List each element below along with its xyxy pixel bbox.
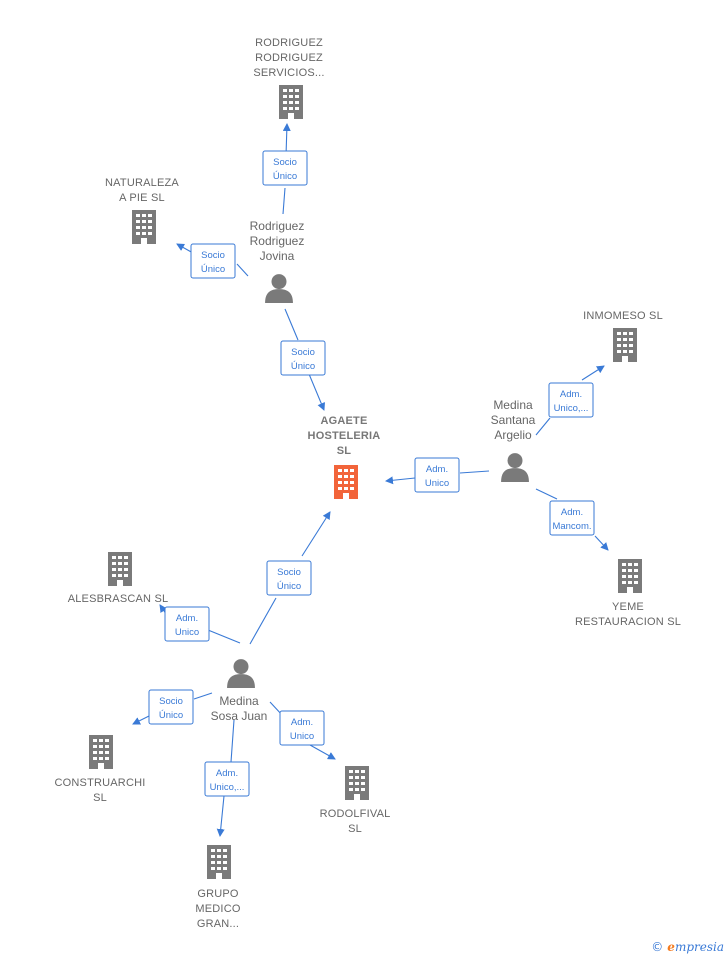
edge-label-box[interactable] xyxy=(164,606,210,642)
edge-label-box[interactable] xyxy=(204,761,250,797)
copyright-icon: © xyxy=(651,940,664,954)
edge-label-text: Adm.Unico xyxy=(175,613,199,638)
building-icon xyxy=(345,766,369,800)
edge-label-box[interactable] xyxy=(548,382,594,418)
empresia-brand[interactable]: ©empresia xyxy=(651,940,724,954)
edge-arrow xyxy=(249,512,330,645)
brand-name: mpresia xyxy=(674,940,724,954)
edge-arrow xyxy=(535,366,604,436)
person-icon xyxy=(501,453,529,482)
edge-arrow xyxy=(535,488,608,550)
edge-medina_argelio-to-yeme: Adm.Mancom. xyxy=(535,488,608,550)
edge-arrow xyxy=(220,719,235,836)
edge-label-box[interactable] xyxy=(148,689,194,725)
node-alesbrascan[interactable]: ALESBRASCAN SL xyxy=(68,552,169,605)
node-label: ALESBRASCAN SL xyxy=(68,593,169,605)
node-inmomeso[interactable]: INMOMESO SL xyxy=(583,310,663,362)
person-icon xyxy=(227,659,255,688)
building-icon xyxy=(132,210,156,244)
edge-label-box[interactable] xyxy=(266,560,312,596)
edge-medina_juan-to-grupo_medico: Adm.Unico,... xyxy=(204,719,250,836)
edge-medina_juan-to-rodolfival: Adm.Unico xyxy=(269,701,335,759)
building-icon xyxy=(279,85,303,119)
edge-label-text: Adm.Unico xyxy=(290,717,314,742)
edge-arrow xyxy=(284,308,324,410)
edge-label-box[interactable] xyxy=(414,457,460,493)
building-icon xyxy=(334,465,358,499)
edge-label-text: Adm.Unico,... xyxy=(210,768,245,793)
node-label: INMOMESO SL xyxy=(583,310,663,322)
edge-label-text: Adm.Unico xyxy=(425,464,449,489)
edge-medina_argelio-to-agaete: Adm.Unico xyxy=(386,457,490,493)
edge-label-box[interactable] xyxy=(279,710,325,746)
building-icon xyxy=(207,845,231,879)
edge-label-box[interactable] xyxy=(280,340,326,376)
building-icon xyxy=(108,552,132,586)
brand-initial: e xyxy=(667,940,675,954)
edge-label-box[interactable] xyxy=(262,150,308,186)
edge-label-box[interactable] xyxy=(190,243,236,279)
edge-label-text: Adm.Unico,... xyxy=(554,389,589,414)
edge-arrow xyxy=(386,470,490,481)
edge-medina_juan-to-alesbrascan: Adm.Unico xyxy=(160,605,241,644)
building-icon xyxy=(89,735,113,769)
edge-label-text: Adm.Mancom. xyxy=(552,507,591,532)
edge-label-box[interactable] xyxy=(549,500,595,536)
edge-medina_argelio-to-inmomeso: Adm.Unico,... xyxy=(535,366,604,436)
building-icon xyxy=(618,559,642,593)
edge-arrow xyxy=(133,692,213,724)
building-icon xyxy=(613,328,637,362)
person-icon xyxy=(265,274,293,303)
edge-arrow xyxy=(177,244,249,277)
